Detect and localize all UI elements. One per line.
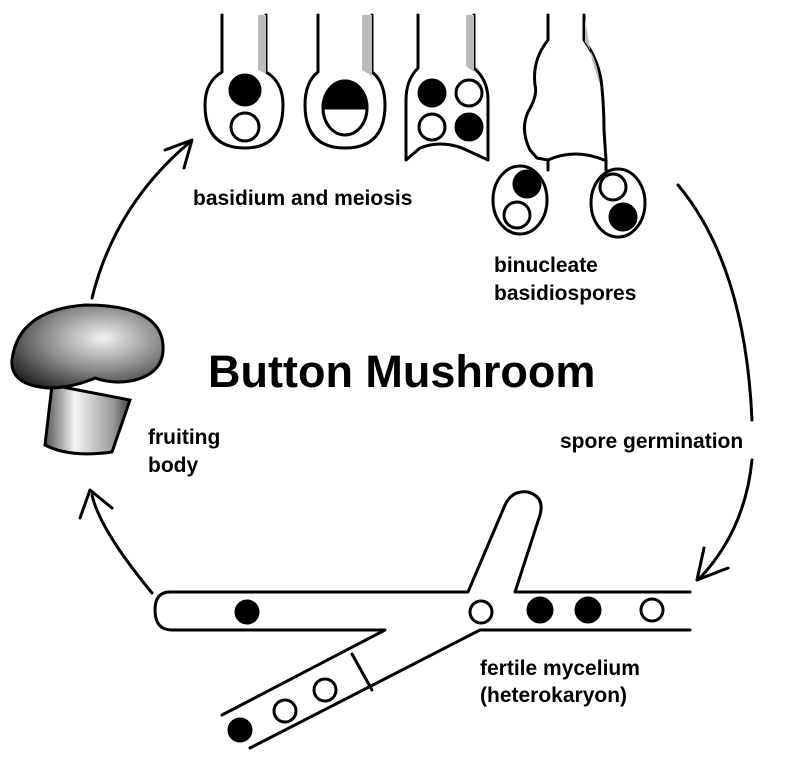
nucleus-light: [274, 700, 296, 722]
nucleus-dark: [236, 601, 258, 623]
mushroom-icon: [12, 305, 163, 454]
nucleus-light: [470, 601, 492, 623]
mycelium-hyphae: [155, 492, 690, 748]
basidium-stage-2: [305, 15, 385, 148]
arrow-fruiting-to-basidium: [92, 142, 190, 298]
basidium-stage-3: [406, 15, 488, 160]
nucleus-dark: [229, 719, 251, 741]
basidium-label: basidium and meiosis: [193, 187, 412, 210]
arrow-germination-to-mycelium: [700, 460, 752, 578]
spores-label-line2: basidiospores: [494, 282, 636, 305]
arrow-mycelium-to-fruiting: [92, 495, 152, 593]
spores-label-line1: binucleate: [494, 254, 598, 277]
basidium-stage-4: [493, 15, 645, 237]
nucleus-dark: [576, 598, 600, 622]
fruiting-label-line2: body: [148, 454, 198, 477]
fruiting-label-line1: fruiting: [148, 426, 220, 449]
basidium-stage-1: [205, 15, 283, 148]
mycelium-label-line1: fertile mycelium: [480, 657, 640, 680]
mycelium-label-line2: (heterokaryon): [480, 684, 627, 707]
germination-label: spore germination: [560, 430, 743, 453]
nucleus-light: [641, 599, 663, 621]
diagram-title: Button Mushroom: [208, 346, 595, 397]
nucleus-light: [314, 679, 336, 701]
arrow-spores-to-germination: [678, 185, 752, 420]
nucleus-dark: [528, 598, 552, 622]
